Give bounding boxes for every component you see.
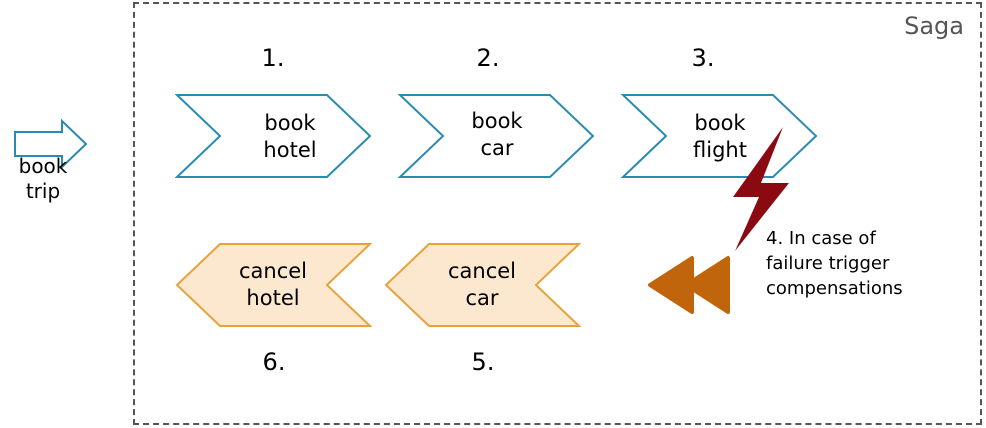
step-number-2: 2. bbox=[476, 44, 500, 72]
cancel-hotel-line1: cancel bbox=[238, 259, 308, 283]
cancel-car-line2: car bbox=[465, 286, 499, 310]
book-hotel-label: book hotel bbox=[215, 96, 365, 178]
book-car-chevron bbox=[397, 94, 595, 178]
failure-note-line1: 4. In case of bbox=[766, 228, 876, 249]
rewind-icon bbox=[648, 256, 730, 314]
cancel-hotel-label: cancel hotel bbox=[198, 244, 348, 326]
book-flight-line2: flight bbox=[693, 138, 747, 162]
cancel-hotel-chevron bbox=[175, 243, 373, 327]
book-flight-label: book flight bbox=[645, 96, 795, 178]
book-trip-arrow-icon bbox=[14, 118, 88, 170]
failure-note: 4. In case of failure trigger compensati… bbox=[766, 226, 903, 301]
cancel-car-line1: cancel bbox=[447, 259, 517, 283]
book-trip-line2: trip bbox=[25, 179, 61, 203]
cancel-car-chevron bbox=[384, 243, 582, 327]
failure-note-line2: failure trigger bbox=[766, 253, 890, 274]
book-hotel-chevron bbox=[174, 94, 372, 178]
failure-lightning-icon bbox=[733, 127, 789, 251]
book-car-line2: car bbox=[480, 136, 514, 160]
saga-frame: Saga bbox=[133, 2, 982, 425]
book-flight-line1: book bbox=[694, 111, 746, 135]
book-trip-label: book trip bbox=[8, 154, 78, 204]
book-hotel-line1: book bbox=[264, 111, 316, 135]
step-number-6: 6. bbox=[262, 348, 286, 376]
book-trip-line1: book bbox=[18, 154, 68, 178]
cancel-car-label: cancel car bbox=[407, 244, 557, 326]
step-number-5: 5. bbox=[471, 348, 495, 376]
saga-label: Saga bbox=[904, 12, 964, 40]
failure-note-line3: compensations bbox=[766, 278, 903, 299]
book-car-line1: book bbox=[471, 109, 523, 133]
step-number-3: 3. bbox=[691, 44, 715, 72]
step-number-1: 1. bbox=[261, 44, 285, 72]
cancel-hotel-line2: hotel bbox=[246, 286, 300, 310]
book-hotel-line2: hotel bbox=[263, 138, 317, 162]
book-car-label: book car bbox=[422, 94, 572, 176]
